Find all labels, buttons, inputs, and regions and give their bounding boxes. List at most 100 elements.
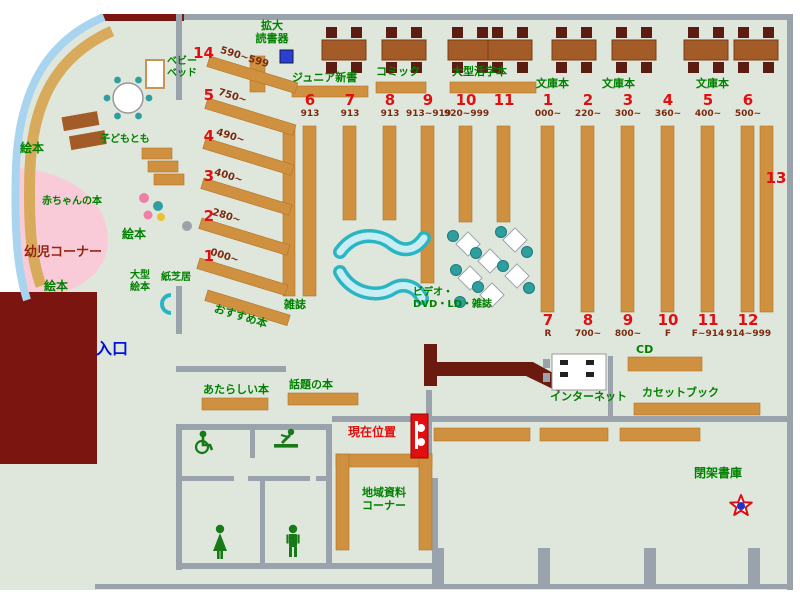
label-comic: コミック [376,65,420,78]
wall [95,584,787,589]
left-wall-block [0,292,97,464]
shelf-column [382,125,397,221]
label-cassette-books: カセットブック [642,386,719,399]
table [61,111,100,132]
shelf-column [700,125,715,313]
kids-tables [61,111,107,151]
large-print-shelf [449,81,537,94]
wall [250,424,255,458]
label-large-print: 大型活字本 [452,65,507,78]
stools [103,76,153,120]
reading-table [683,27,729,73]
shelf-column [540,125,555,313]
carrel-chairs [447,226,535,308]
counter [437,362,533,376]
label-local-materials: 地域資料 コーナー [362,486,406,512]
shelf-column-label: 1 000~ [534,91,562,119]
wall [332,563,438,569]
shelf-column [302,125,317,297]
shelf-column-label: 12 914~999 [726,311,772,339]
wall [260,481,265,563]
table [321,39,367,61]
reading-table [447,27,493,73]
kids-step [141,147,173,160]
marker-glyph [417,438,425,446]
counter [424,344,437,386]
chairs [386,27,422,73]
shelf-column [620,125,635,313]
shelf-column-label: 2 220~ [574,91,602,119]
kids-round-table [103,76,153,120]
shelf-column-label: 9 913~919 [406,91,452,119]
shelf-column-label: 8 700~ [574,311,602,339]
internet-table [543,353,607,391]
shelf-column-label: 7 913 [340,91,360,119]
chair [543,359,550,368]
reading-table [381,27,427,73]
magnifier-device-icon [279,49,294,64]
cushion [139,193,149,203]
reading-table [733,27,779,73]
label-kamishibai: 紙芝居 [161,272,191,283]
label-kodomo-tomo: 子どもとも [100,134,150,145]
shelf-number: 1 [203,247,214,265]
topical-books-shelf [287,392,359,406]
diagonal-shelf [204,97,297,136]
shelf-number: 14 [193,44,214,62]
label-video-av: ビデオ・ DVD・LD・雑誌 [413,287,493,310]
current-location-marker-icon [410,413,429,459]
shelf [619,427,701,442]
label-ehon: 絵本 [20,141,45,155]
wall [176,476,234,481]
label-internet: インターネット [550,390,627,403]
pc-terminals [560,360,594,377]
pillar [538,548,550,584]
chairs [688,27,724,73]
reading-table [611,27,657,73]
chairs [556,27,592,73]
wall [608,356,613,416]
baby-changing-icon [274,428,298,448]
label-topical-books: 話題の本 [289,378,333,391]
shelf-column [660,125,675,313]
cushion [153,201,163,211]
recommended-shelf [204,289,291,327]
cushion [143,210,153,220]
local-materials-shelf [418,453,433,551]
chairs [492,27,528,73]
label-magazines: 雑誌 [284,298,306,311]
re ading-table [321,27,367,73]
table [381,39,427,61]
cushion [157,213,165,221]
wall [432,478,438,565]
wall [184,14,787,20]
shelf-number: 2 [203,207,214,225]
marker-glyph [415,421,418,449]
wall [787,14,793,590]
study-carrels [447,226,535,308]
curved-window-wall [11,13,106,302]
label-closed-stacks: 閉架書庫 [694,466,743,480]
label-current-location: 現在位置 [348,425,397,439]
shelf [433,427,531,442]
walls [95,14,793,590]
shelf-number: 3 [203,167,214,185]
shelf-column [740,125,755,313]
shelf-column-label: 9 800~ [614,311,642,339]
shelf-column [420,125,435,284]
label-junior-shinsho: ジュニア新書 [292,71,358,84]
table [551,39,597,61]
outside-area [0,14,104,302]
baby-bed-icon [145,59,165,89]
table [447,39,493,61]
kids-step [147,160,179,173]
chairs [326,27,362,73]
label-baby-books: 赤ちゃんの本 [42,196,102,207]
label-bunkobon: 文庫本 [696,77,729,90]
table [611,39,657,61]
shelf-number: 5 [203,86,214,104]
shelf-column [580,125,595,313]
label-cd: CD [636,343,654,356]
